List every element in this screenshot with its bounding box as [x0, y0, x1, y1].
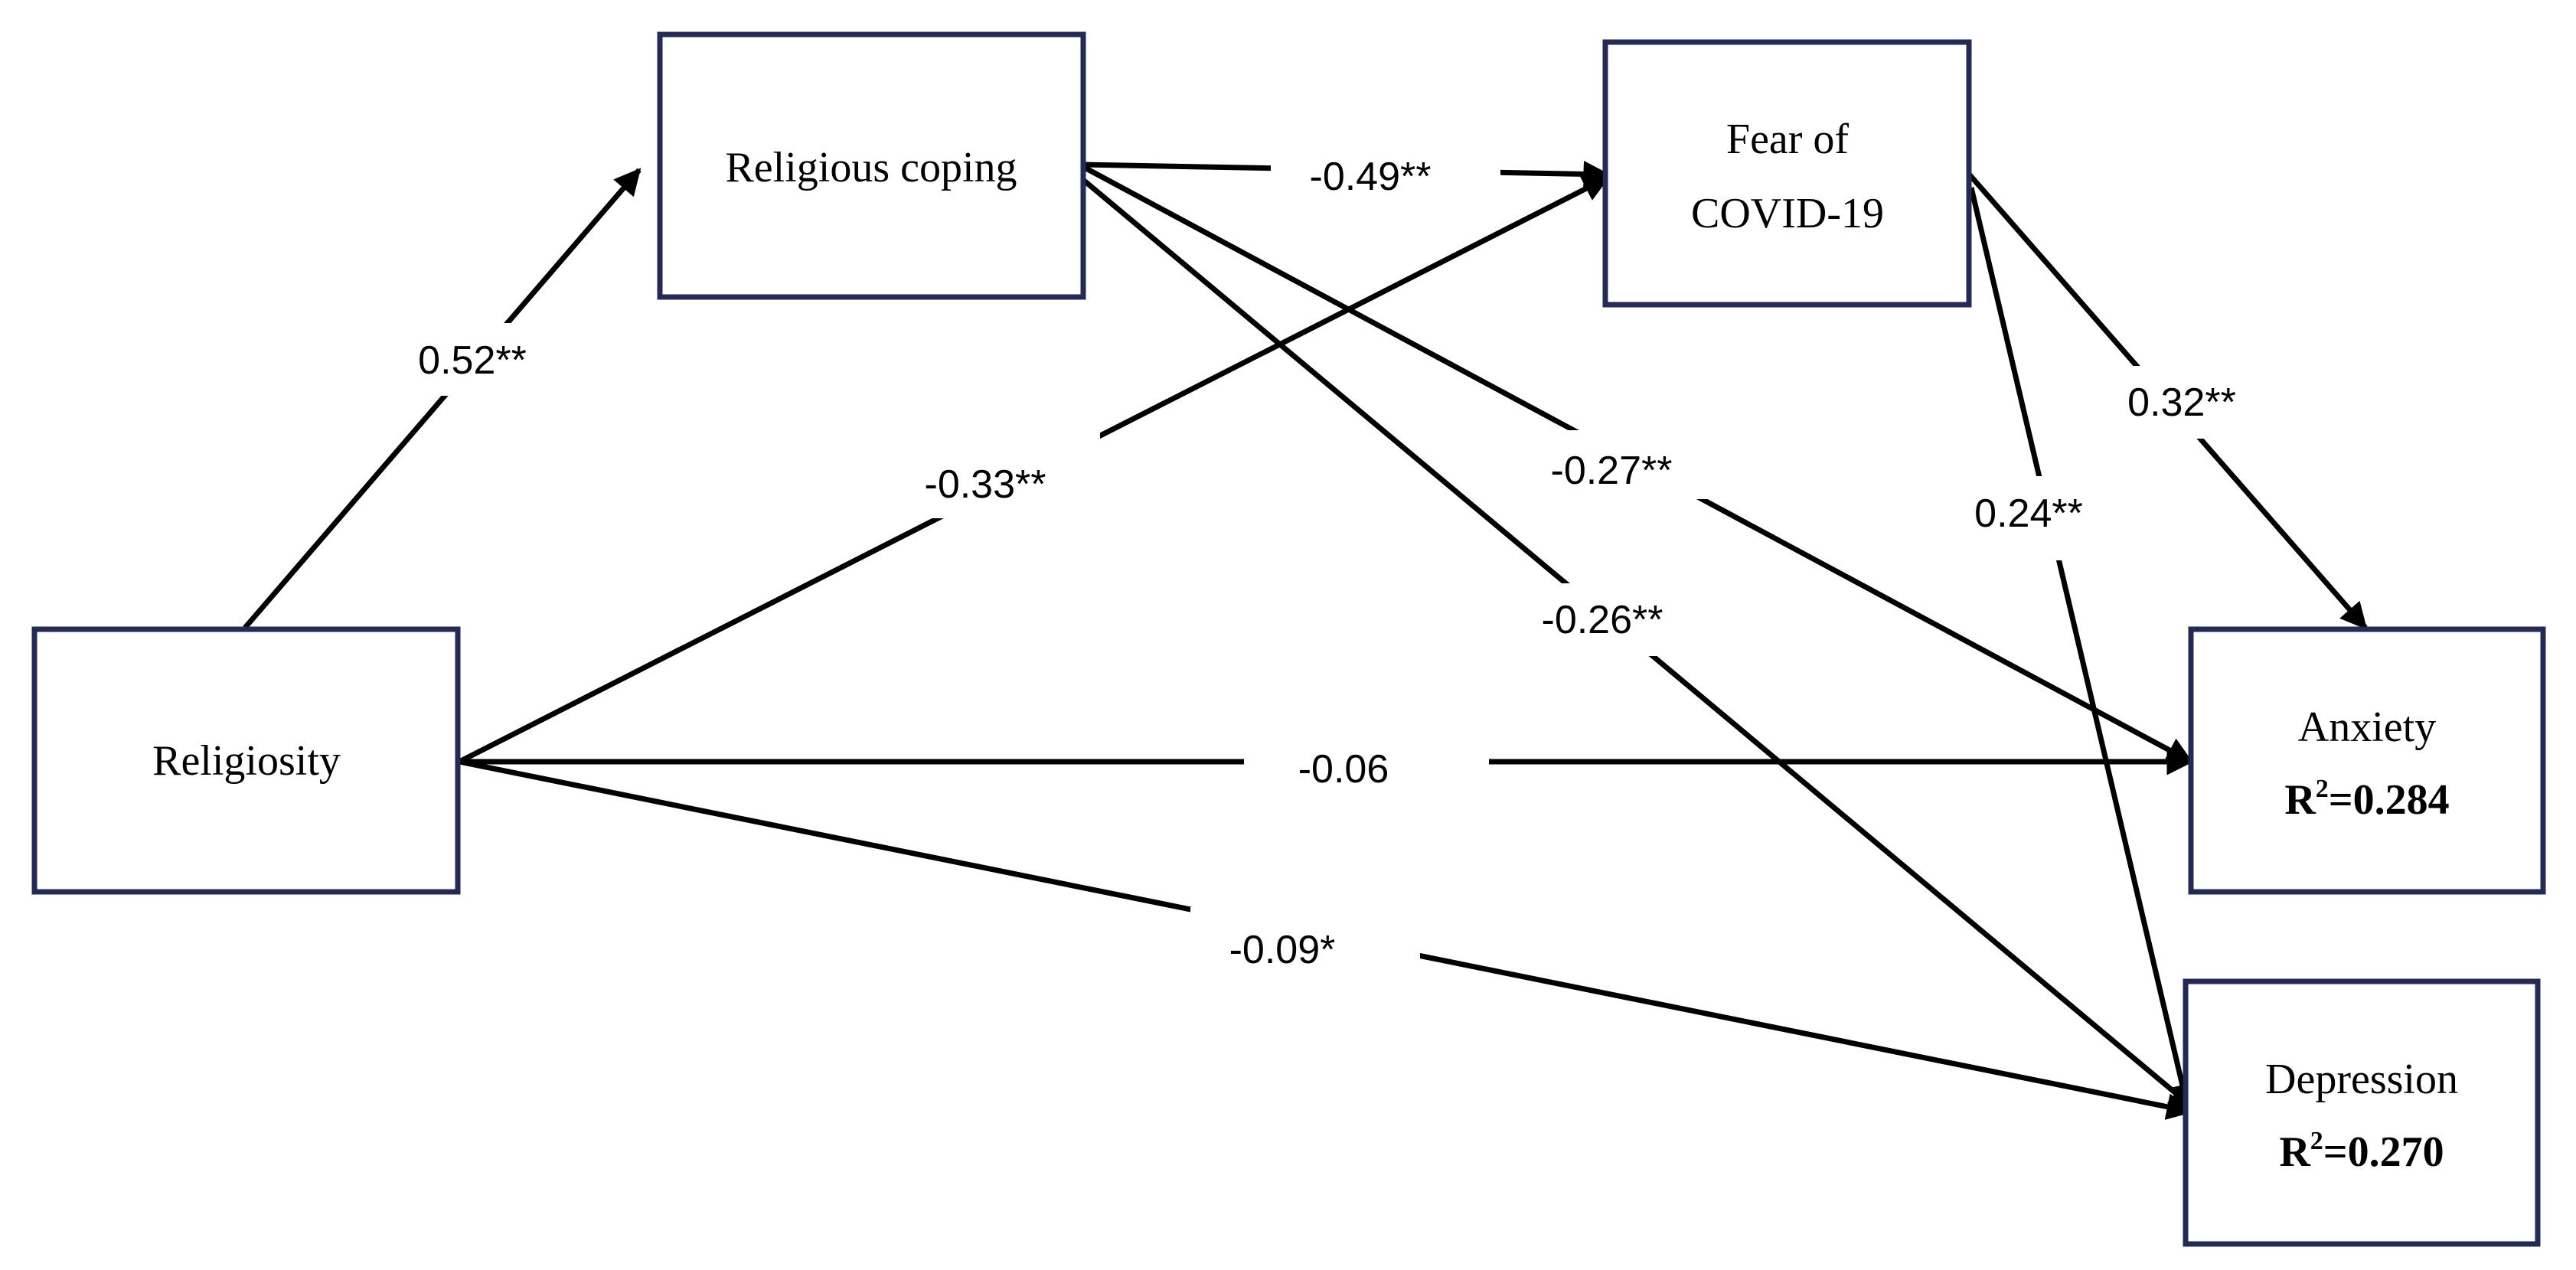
node-depression: Depression R2=0.270: [2183, 978, 2541, 1247]
node-religious-coping: Religious coping: [657, 31, 1086, 300]
node-label-religiosity: Religiosity: [152, 737, 341, 785]
node-label-fear-line1: Fear of: [1726, 116, 1850, 163]
path-coef-religiosity-to-coping: 0.52**: [418, 338, 527, 383]
r-squared-depression: R2=0.270: [2279, 1127, 2444, 1176]
path-coef-coping-to-depression: -0.26**: [1542, 598, 1663, 642]
path-coef-coping-to-anxiety: -0.27**: [1551, 449, 1673, 493]
node-fear-of-covid: Fear of COVID-19: [1602, 39, 1972, 308]
path-coef-fear-to-depression: 0.24**: [1974, 491, 2083, 536]
node-anxiety: Anxiety R2=0.284: [2188, 626, 2546, 895]
r-squared-anxiety: R2=0.284: [2284, 775, 2449, 824]
path-coef-religiosity-to-fear: -0.33**: [925, 462, 1046, 507]
node-label-religious-coping: Religious coping: [725, 144, 1017, 191]
arrow-fear-to-depression: [1968, 187, 2196, 1112]
edge-label-backgrounds: [394, 134, 2262, 980]
node-label-anxiety: Anxiety: [2298, 704, 2436, 751]
node-religiosity: Religiosity: [31, 626, 461, 895]
path-coef-coping-to-fear: -0.49**: [1310, 155, 1432, 199]
edge-labels: 0.52** -0.49** -0.33** -0.27** -0.26** 0…: [418, 155, 2236, 972]
arrow-religiosity-to-coping: [243, 168, 642, 630]
node-label-depression: Depression: [2265, 1056, 2458, 1103]
path-coef-fear-to-anxiety: 0.32**: [2127, 380, 2236, 425]
node-label-fear-line2: COVID-19: [1691, 190, 1884, 237]
path-coef-religiosity-to-anxiety: -0.06: [1298, 747, 1389, 792]
path-coef-religiosity-to-depression: -0.09*: [1229, 928, 1336, 972]
